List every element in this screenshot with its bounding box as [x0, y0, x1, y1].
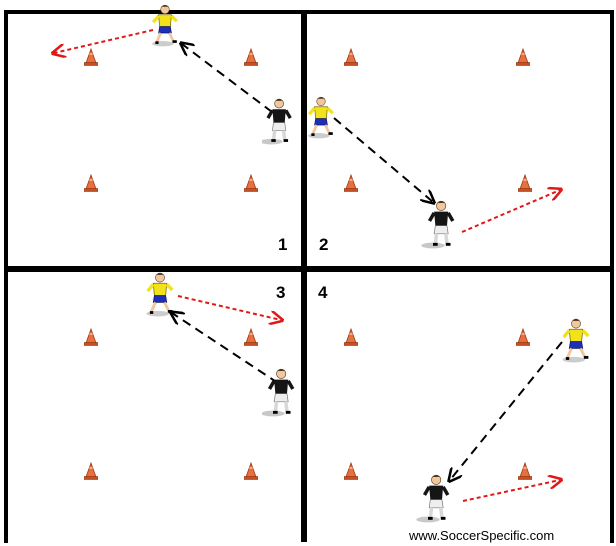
- run-arrow-q4: [462, 480, 560, 502]
- cone-icon: [344, 48, 358, 66]
- cone-icon: [84, 328, 98, 346]
- cone-icon: [344, 328, 358, 346]
- black-player-icon: [416, 475, 448, 522]
- yellow-player-icon: [560, 318, 591, 363]
- website-credit: www.SoccerSpecific.com: [408, 528, 554, 543]
- pass-arrow-q1: [182, 44, 273, 113]
- cone-icon: [518, 174, 532, 192]
- cone-icon: [516, 328, 530, 346]
- field-boundary: [4, 10, 614, 543]
- run-arrows: [54, 29, 560, 502]
- black-player-icon: [421, 201, 453, 248]
- pass-arrows: [172, 44, 563, 480]
- pass-arrow-q3: [172, 313, 279, 384]
- cone-icon: [244, 48, 258, 66]
- yellow-player-icon: [306, 96, 335, 139]
- cones: [84, 48, 532, 480]
- credit-backdrop: [404, 526, 598, 544]
- cone-icon: [84, 48, 98, 66]
- players: [144, 4, 591, 522]
- cone-icon: [518, 462, 532, 480]
- cone-icon: [244, 328, 258, 346]
- cone-icon: [84, 462, 98, 480]
- pass-arrow-q4: [450, 341, 563, 480]
- quadrant-label-3: 3: [276, 283, 285, 302]
- cone-icon: [84, 174, 98, 192]
- cone-icon: [344, 174, 358, 192]
- run-arrow-q3: [177, 295, 281, 320]
- black-player-icon: [262, 98, 293, 145]
- cone-icon: [344, 462, 358, 480]
- run-arrow-q2: [461, 190, 560, 233]
- quadrant-label-1: 1: [278, 235, 287, 254]
- run-arrow-q1: [54, 29, 154, 53]
- yellow-player-icon: [144, 272, 175, 317]
- cone-icon: [516, 48, 530, 66]
- black-player-icon: [262, 368, 295, 417]
- cone-icon: [244, 462, 258, 480]
- quadrant-label-4: 4: [318, 283, 328, 302]
- cone-icon: [244, 174, 258, 192]
- pass-arrow-q2: [333, 117, 433, 202]
- quadrant-label-2: 2: [319, 235, 328, 254]
